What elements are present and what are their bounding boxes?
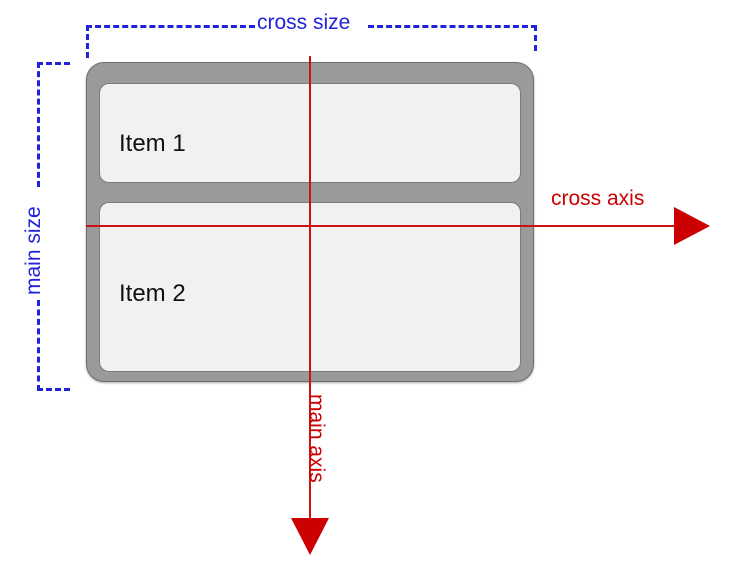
cross-size-label: cross size bbox=[257, 11, 351, 34]
cross-size-bracket-right bbox=[368, 25, 537, 51]
main-size-label: main size bbox=[22, 206, 45, 295]
main-axis-label: main axis bbox=[305, 394, 328, 483]
main-axis-line bbox=[309, 56, 311, 519]
cross-axis-line bbox=[86, 225, 675, 227]
flex-item-2-label: Item 2 bbox=[119, 280, 186, 307]
main-size-bracket-bottom bbox=[37, 300, 70, 391]
cross-axis-arrow-icon bbox=[674, 207, 710, 245]
cross-axis-label: cross axis bbox=[551, 187, 645, 210]
flex-item-1-label: Item 1 bbox=[119, 130, 186, 157]
main-axis-arrow-icon bbox=[291, 518, 329, 555]
main-size-bracket-top bbox=[37, 62, 70, 187]
cross-size-bracket-left bbox=[86, 25, 255, 58]
